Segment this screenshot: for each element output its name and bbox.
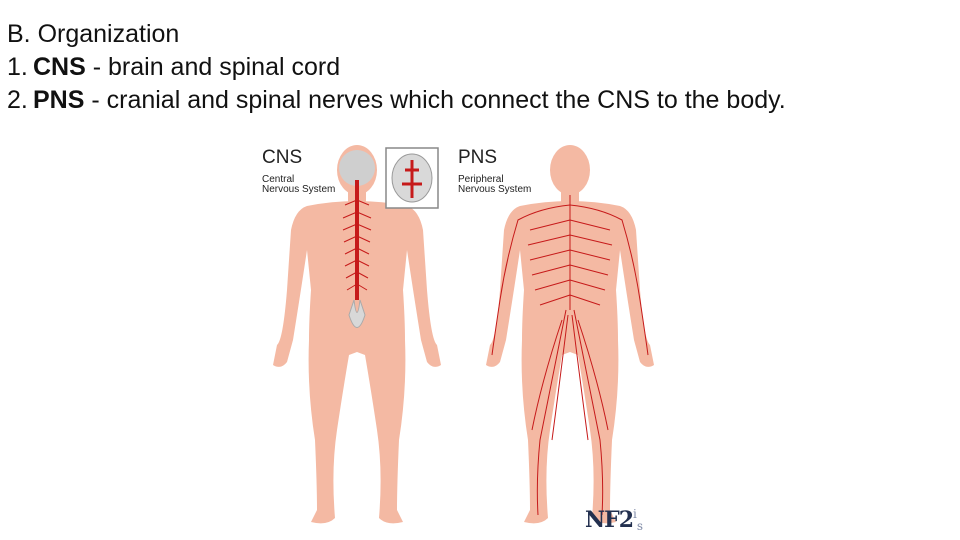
slide-text: B. Organization 1.CNS - brain and spinal…	[7, 18, 786, 117]
term-pns: PNS	[33, 86, 84, 114]
nervous-system-figure: CNS Central Nervous System PNS Periphera…	[250, 140, 680, 540]
body-illustration	[250, 140, 680, 540]
term-cns: CNS	[33, 53, 86, 81]
brain-inset	[386, 148, 438, 208]
nf2is-logo: NF2is	[585, 507, 643, 533]
list-item-cns: 1.CNS - brain and spinal cord	[7, 51, 786, 84]
description-cns: - brain and spinal cord	[86, 53, 340, 81]
section-heading: B. Organization	[7, 18, 786, 51]
list-item-pns: 2.PNS - cranial and spinal nerves which …	[7, 84, 786, 117]
pns-body	[486, 145, 654, 523]
description-pns: - cranial and spinal nerves which connec…	[84, 86, 785, 114]
list-number: 2.	[7, 84, 33, 117]
logo-subscript: s	[637, 519, 643, 533]
logo-text: NF2	[585, 507, 633, 533]
list-number: 1.	[7, 51, 33, 84]
